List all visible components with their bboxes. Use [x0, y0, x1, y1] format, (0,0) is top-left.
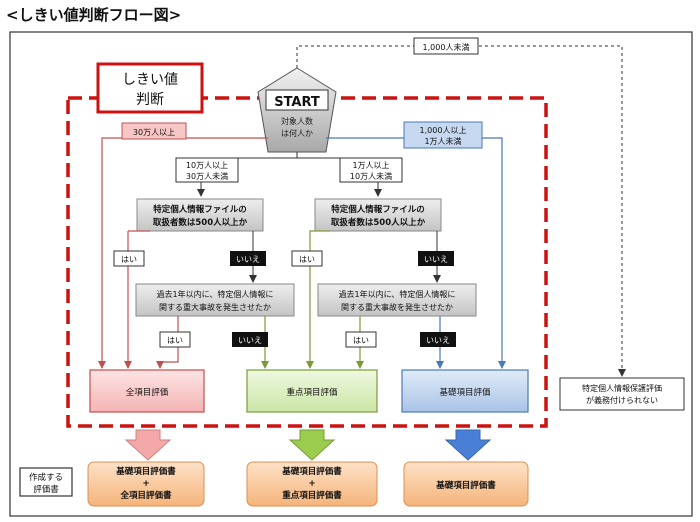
- branch-b-label-line1: 10万人以上: [186, 161, 228, 170]
- result-basic-label: 基礎項目評価: [439, 387, 491, 398]
- doc-focus-box: 基礎項目評価書 + 重点項目評価書: [246, 461, 378, 507]
- question-incident-left-line2: 関する重大事故を発生させたか: [159, 302, 271, 312]
- q1-left-no-box: いいえ: [230, 251, 266, 266]
- branch-a-connector: [98, 137, 268, 369]
- q1-left-no-label: いいえ: [236, 255, 260, 264]
- question-incident-right-line1: 過去1年以内に、特定個人情報に: [339, 289, 456, 299]
- question-file-left-line2: 取扱者数は500人以上か: [153, 217, 248, 228]
- branch-a-label: 30万人以上: [133, 128, 175, 137]
- branch-b-label-box: 10万人以上 30万人未満: [175, 157, 239, 183]
- start-question-line1: 対象人数: [281, 116, 313, 126]
- result-full-label: 全項目評価: [126, 387, 169, 398]
- doc-full-box: 基礎項目評価書 + 全項目評価書: [87, 461, 205, 507]
- doc-basic-label: 基礎項目評価書: [435, 480, 496, 491]
- branch-d-label-box: 1,000人以上 1万人未満: [403, 121, 483, 149]
- arrow-focus-down: [288, 429, 336, 461]
- doc-full-line3: 全項目評価書: [119, 490, 172, 501]
- diagram-heading: <しきい値判断フロー図>: [6, 6, 181, 24]
- question-incident-left: 過去1年以内に、特定個人情報に 関する重大事故を発生させたか: [135, 283, 295, 317]
- branch-b-label-line2: 30万人未満: [186, 171, 228, 181]
- q2-right-yes-box: はい: [345, 331, 377, 348]
- q1-right-yes-box: はい: [291, 250, 323, 267]
- question-file-right-line1: 特定個人情報ファイルの: [331, 204, 425, 215]
- branch-c-label-line1: 1万人以上: [352, 161, 389, 170]
- doc-focus-line2: +: [308, 479, 315, 489]
- result-basic-box: 基礎項目評価: [401, 369, 529, 413]
- start-node: START 対象人数 は何人か: [257, 67, 337, 153]
- q2-left-yes-box: はい: [159, 331, 191, 348]
- docs-label-line2: 評価書: [33, 484, 59, 495]
- q2-left-no-box: いいえ: [232, 332, 268, 347]
- q2-right-no-box: いいえ: [420, 332, 456, 347]
- not-required-box: 特定個人情報保護評価 が義務付けられない: [559, 377, 685, 411]
- question-incident-right: 過去1年以内に、特定個人情報に 関する重大事故を発生させたか: [317, 283, 477, 317]
- threshold-title-line2: 判断: [136, 92, 164, 108]
- docs-label-line1: 作成する: [29, 472, 63, 483]
- doc-focus-line1: 基礎項目評価書: [281, 466, 342, 477]
- doc-basic-box: 基礎項目評価書: [403, 461, 529, 507]
- start-label: START: [274, 95, 320, 110]
- result-full-box: 全項目評価: [89, 369, 205, 413]
- branch-e-connector: [296, 45, 626, 377]
- doc-full-line2: +: [142, 479, 149, 489]
- branch-e-label: 1,000人未満: [423, 42, 470, 52]
- threshold-title-line1: しきい値: [122, 72, 178, 88]
- branch-d-connector: [326, 137, 506, 369]
- not-required-line2: が義務付けられない: [586, 395, 658, 405]
- docs-label-box: 作成する 評価書: [19, 467, 73, 497]
- q1-left-yes-label: はい: [121, 255, 137, 264]
- q1-right-yes-connector: [306, 230, 330, 369]
- q1-right-no-label: いいえ: [424, 255, 448, 264]
- q2-left-no-label: いいえ: [238, 336, 262, 345]
- q2-left-yes-label: はい: [167, 336, 183, 345]
- question-file-left-line1: 特定個人情報ファイルの: [153, 204, 247, 215]
- q2-right-no-label: いいえ: [426, 336, 450, 345]
- not-required-line1: 特定個人情報保護評価: [582, 383, 662, 393]
- question-incident-left-line1: 過去1年以内に、特定個人情報に: [157, 289, 274, 299]
- q1-right-yes-label: はい: [299, 255, 315, 264]
- doc-full-line1: 基礎項目評価書: [115, 466, 176, 477]
- question-file-right-line2: 取扱者数は500人以上か: [331, 217, 426, 228]
- question-file-right: 特定個人情報ファイルの 取扱者数は500人以上か: [314, 198, 442, 232]
- branch-d-label-line1: 1,000人以上: [420, 126, 467, 135]
- question-file-left: 特定個人情報ファイルの 取扱者数は500人以上か: [136, 198, 264, 232]
- start-question-line2: は何人か: [281, 128, 313, 138]
- arrow-full-down: [124, 429, 172, 461]
- branch-c-label-line2: 10万人未満: [350, 171, 392, 181]
- result-focus-box: 重点項目評価: [246, 369, 378, 413]
- q1-left-yes-box: はい: [113, 250, 145, 267]
- branch-a-label-box: 30万人以上: [121, 122, 187, 140]
- q2-right-yes-label: はい: [353, 336, 369, 345]
- arrow-basic-down: [444, 429, 492, 461]
- threshold-title-box: しきい値 判断: [96, 62, 204, 114]
- outer-frame: [9, 31, 693, 517]
- branch-e-label-box: 1,000人未満: [413, 37, 479, 55]
- q1-right-no-box: いいえ: [418, 251, 454, 266]
- result-focus-label: 重点項目評価: [286, 387, 338, 398]
- question-incident-right-line2: 関する重大事故を発生させたか: [341, 302, 453, 312]
- doc-focus-line3: 重点項目評価書: [282, 490, 342, 501]
- branch-d-label-line2: 1万人未満: [424, 136, 461, 146]
- branch-c-label-box: 1万人以上 10万人未満: [339, 157, 403, 183]
